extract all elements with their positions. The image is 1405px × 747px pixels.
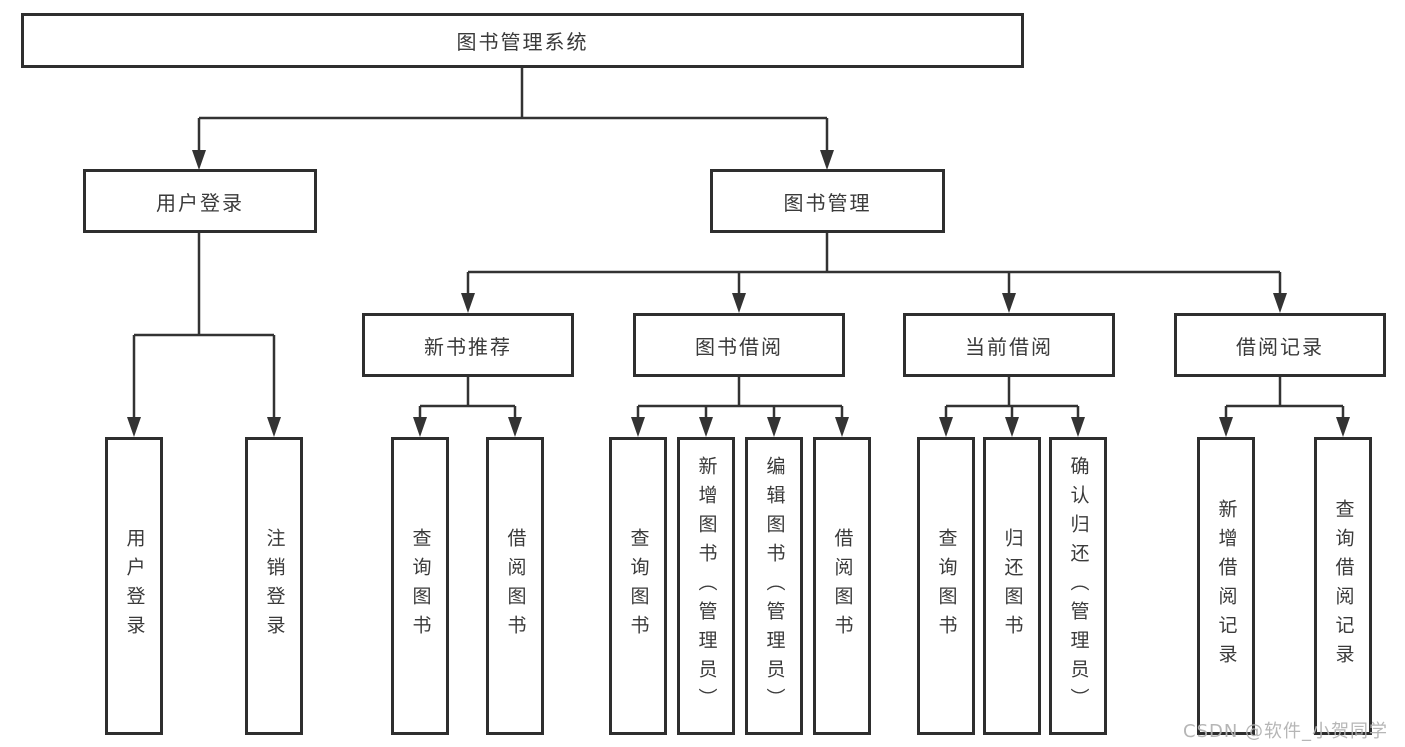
arrowheads	[127, 150, 1350, 437]
leaf-query-books-recommend: 查询图书	[391, 437, 449, 735]
node-book-borrowing: 图书借阅	[633, 313, 845, 377]
node-user-login: 用户登录	[83, 169, 317, 233]
leaf-add-borrow-record: 新增借阅记录	[1197, 437, 1255, 735]
leaf-query-books-current: 查询图书	[917, 437, 975, 735]
node-current-borrowing: 当前借阅	[903, 313, 1115, 377]
leaf-confirm-return-admin: 确认归还（管理员）	[1049, 437, 1107, 735]
node-new-book-recommend: 新书推荐	[362, 313, 574, 377]
leaf-borrow-books-recommend: 借阅图书	[486, 437, 544, 735]
leaf-user-login: 用户登录	[105, 437, 163, 735]
node-borrowing-records: 借阅记录	[1174, 313, 1386, 377]
leaf-edit-books-admin: 编辑图书（管理员）	[745, 437, 803, 735]
csdn-watermark: CSDN @软件_小贺同学	[1183, 721, 1389, 742]
leaf-return-books: 归还图书	[983, 437, 1041, 735]
leaf-logout: 注销登录	[245, 437, 303, 735]
leaf-add-books-admin: 新增图书（管理员）	[677, 437, 735, 735]
leaf-query-books-borrowing: 查询图书	[609, 437, 667, 735]
leaf-query-borrow-record: 查询借阅记录	[1314, 437, 1372, 735]
node-book-management: 图书管理	[710, 169, 945, 233]
leaf-borrow-books-borrowing: 借阅图书	[813, 437, 871, 735]
node-system-root: 图书管理系统	[21, 13, 1024, 68]
